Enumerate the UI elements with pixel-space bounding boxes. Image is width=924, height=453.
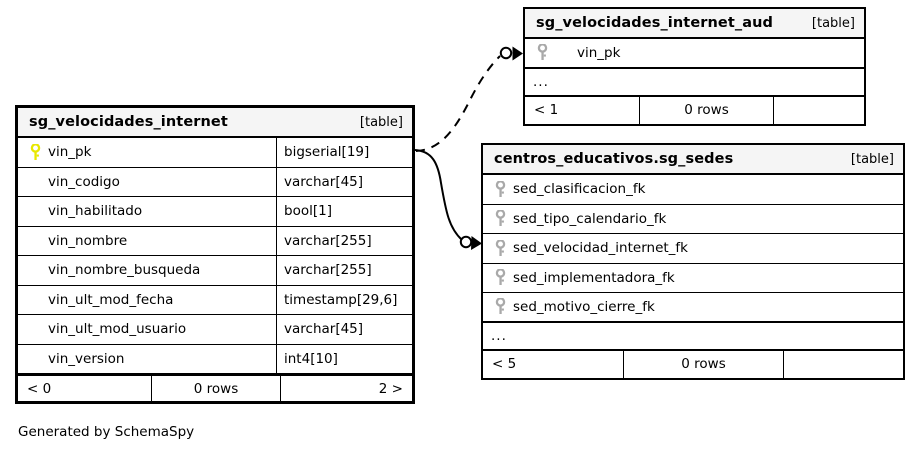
table-row[interactable]: vin_pk <box>525 39 864 69</box>
relationship-edge-sedes <box>414 149 482 250</box>
column-label: vin_ult_mod_fecha <box>48 291 174 308</box>
table-row[interactable]: sed_tipo_calendario_fk <box>483 205 903 234</box>
key-icon <box>26 143 44 161</box>
table-row[interactable]: vin_pk bigserial[19] <box>18 138 412 168</box>
key-icon <box>491 269 509 286</box>
footer-row-count: 0 rows <box>623 350 783 378</box>
table-type-tag: [table] <box>811 15 855 31</box>
footer-row-count: 0 rows <box>639 96 773 124</box>
column-name-cell: vin_ult_mod_fecha <box>18 286 276 315</box>
table-sg_velocidades_internet_aud[interactable]: sg_velocidades_internet_aud [table] vin_… <box>523 7 866 126</box>
column-name-cell: sed_clasificacion_fk <box>483 175 903 204</box>
table-header: sg_velocidades_internet_aud [table] <box>525 9 864 39</box>
footer-row-count: 0 rows <box>151 376 280 401</box>
table-centros_educativos-sg_sedes[interactable]: centros_educativos.sg_sedes [table] sed_… <box>481 143 905 380</box>
key-icon <box>491 180 509 198</box>
table-row[interactable]: vin_version int4[10] <box>18 344 412 374</box>
table-title: centros_educativos.sg_sedes <box>494 151 734 167</box>
table-header: sg_velocidades_internet [table] <box>18 108 412 138</box>
column-name-cell: vin_pk <box>18 138 276 167</box>
more-columns-indicator: ... <box>483 323 903 351</box>
table-title: sg_velocidades_internet <box>29 114 228 130</box>
column-label: vin_pk <box>48 144 92 161</box>
column-name-cell: vin_nombre_busqueda <box>18 256 276 285</box>
footer-next-count[interactable] <box>783 350 903 378</box>
column-type-cell: timestamp[29,6] <box>276 285 412 314</box>
column-label: vin_version <box>48 350 125 367</box>
column-label: vin_ult_mod_usuario <box>48 321 187 338</box>
footer-next-count[interactable]: 2 > <box>280 376 412 401</box>
table-row[interactable]: vin_ult_mod_fecha timestamp[29,6] <box>18 285 412 315</box>
key-icon <box>491 210 509 227</box>
footer-prev-count[interactable]: < 0 <box>27 380 52 397</box>
column-type-cell: int4[10] <box>276 344 412 373</box>
column-name-cell: vin_version <box>18 345 276 374</box>
column-name-cell: vin_nombre <box>18 227 276 256</box>
column-label: vin_habilitado <box>48 203 143 220</box>
table-row[interactable]: sed_velocidad_internet_fk <box>483 234 903 264</box>
column-label: sed_clasificacion_fk <box>513 181 646 198</box>
column-type-cell: varchar[255] <box>276 256 412 285</box>
footer-prev-count[interactable]: < 1 <box>534 102 559 118</box>
table-row[interactable]: vin_habilitado bool[1] <box>18 197 412 227</box>
key-icon <box>533 44 551 61</box>
table-footer: < 5 0 rows <box>483 350 903 378</box>
key-icon <box>491 298 509 315</box>
column-type-cell: varchar[45] <box>276 167 412 196</box>
table-row[interactable]: vin_ult_mod_usuario varchar[45] <box>18 315 412 345</box>
column-label: sed_tipo_calendario_fk <box>513 210 667 227</box>
generated-by-caption: Generated by SchemaSpy <box>18 424 195 440</box>
table-sg_velocidades_internet[interactable]: sg_velocidades_internet [table] vin_pk b… <box>15 105 415 404</box>
column-label: sed_velocidad_internet_fk <box>513 240 688 257</box>
more-columns-indicator: ... <box>525 69 864 97</box>
table-row[interactable]: vin_codigo varchar[45] <box>18 167 412 197</box>
footer-prev-count[interactable]: < 5 <box>492 356 517 372</box>
column-label: vin_pk <box>577 44 621 61</box>
table-row[interactable]: sed_clasificacion_fk <box>483 175 903 205</box>
table-row[interactable]: sed_motivo_cierre_fk <box>483 293 903 323</box>
table-row[interactable]: vin_nombre_busqueda varchar[255] <box>18 256 412 286</box>
column-type-cell: varchar[45] <box>276 315 412 344</box>
column-name-cell: vin_ult_mod_usuario <box>18 315 276 344</box>
relationship-edge-aud <box>415 46 523 152</box>
column-name-cell: sed_tipo_calendario_fk <box>483 205 903 234</box>
table-footer: < 1 0 rows <box>525 96 864 124</box>
column-label: vin_nombre <box>48 232 128 249</box>
column-name-cell: vin_codigo <box>18 168 276 197</box>
column-label: vin_codigo <box>48 173 120 190</box>
column-name-cell: sed_velocidad_internet_fk <box>483 234 903 263</box>
column-label: sed_implementadora_fk <box>513 269 675 286</box>
table-footer: < 0 0 rows 2 > <box>18 374 412 401</box>
column-label: sed_motivo_cierre_fk <box>513 298 655 315</box>
column-name-cell: sed_implementadora_fk <box>483 264 903 293</box>
column-name-cell: vin_pk <box>525 39 864 67</box>
table-title: sg_velocidades_internet_aud <box>536 15 774 31</box>
table-type-tag: [table] <box>359 114 403 130</box>
table-row[interactable]: vin_nombre varchar[255] <box>18 226 412 256</box>
column-name-cell: sed_motivo_cierre_fk <box>483 293 903 321</box>
column-label: vin_nombre_busqueda <box>48 262 201 279</box>
column-type-cell: bigserial[19] <box>276 138 412 167</box>
footer-next-count[interactable] <box>773 96 864 124</box>
key-icon <box>491 239 509 257</box>
table-header: centros_educativos.sg_sedes [table] <box>483 145 903 175</box>
column-type-cell: bool[1] <box>276 197 412 226</box>
table-type-tag: [table] <box>850 151 894 167</box>
column-name-cell: vin_habilitado <box>18 197 276 226</box>
column-type-cell: varchar[255] <box>276 226 412 255</box>
table-row[interactable]: sed_implementadora_fk <box>483 264 903 293</box>
